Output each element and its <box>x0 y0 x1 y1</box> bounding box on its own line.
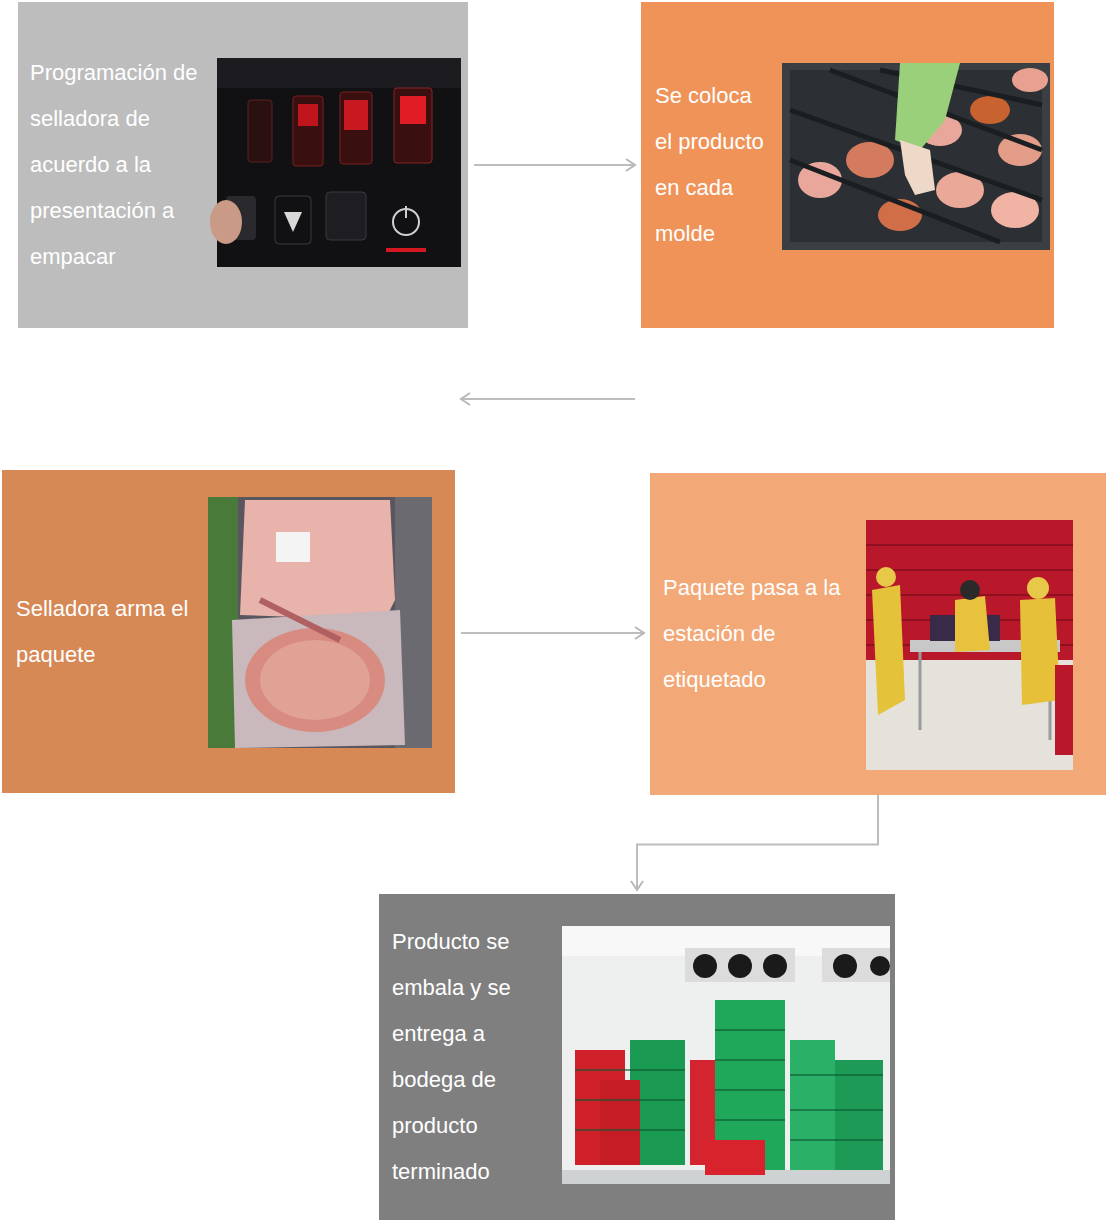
flow-arrow <box>474 164 635 166</box>
warehouse-photo <box>562 926 890 1184</box>
control-panel-photo <box>210 58 461 267</box>
tray-photo <box>782 63 1050 250</box>
step-text: Producto se embala y se entrega a bodega… <box>392 919 552 1195</box>
flow-arrow <box>461 632 644 634</box>
process-box: Se coloca el producto en cada molde <box>641 2 1054 328</box>
step-text: Se coloca el producto en cada molde <box>655 73 773 257</box>
flow-arrow <box>461 398 635 400</box>
process-box: Paquete pasa a la estación de etiquetado <box>650 473 1106 795</box>
process-box: Programación de selladora de acuerdo a l… <box>18 2 468 328</box>
package-photo <box>208 497 432 748</box>
step-text: Programación de selladora de acuerdo a l… <box>30 50 215 280</box>
step-text: Paquete pasa a la estación de etiquetado <box>663 565 858 703</box>
process-box: Producto se embala y se entrega a bodega… <box>379 894 895 1220</box>
flow-arrow <box>637 795 878 890</box>
process-box: Selladora arma el paquete <box>2 470 455 793</box>
labelling-photo <box>866 520 1073 770</box>
step-text: Selladora arma el paquete <box>16 586 196 678</box>
